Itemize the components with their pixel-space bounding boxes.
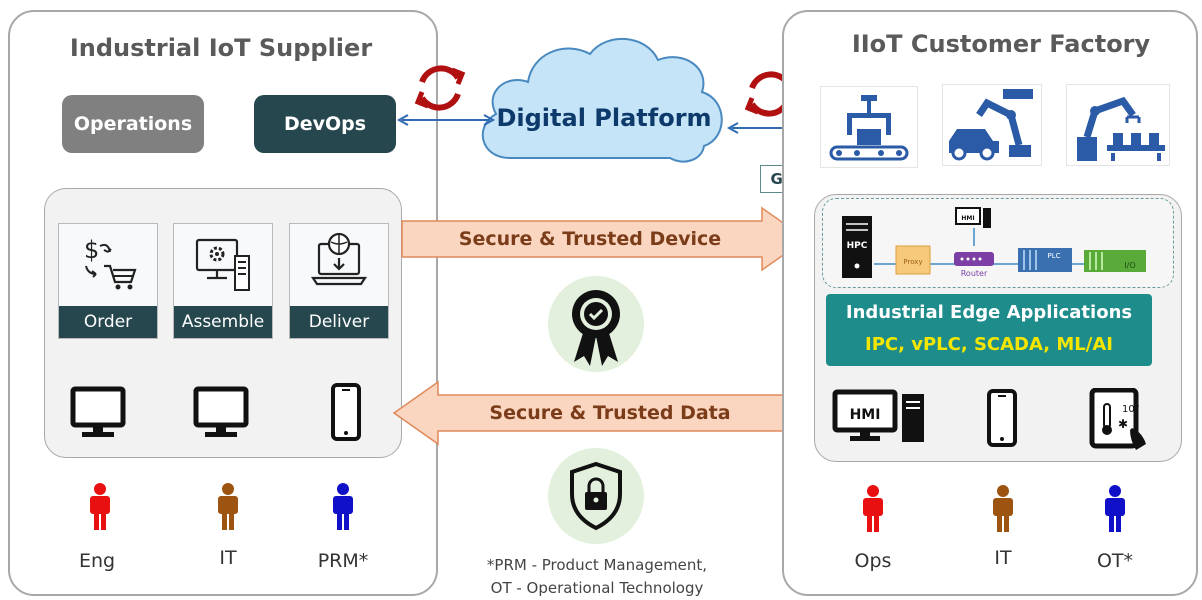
hmi-small-label: HMI xyxy=(961,215,974,222)
order-cart-icon: $ xyxy=(84,236,137,290)
hpc-label: HPC xyxy=(847,241,868,251)
io-label: I/O xyxy=(1124,261,1135,270)
edge-applications-box: Industrial Edge Applications IPC, vPLC, … xyxy=(826,294,1152,366)
computer-gear-icon xyxy=(195,238,250,291)
ot-label: OT* xyxy=(1096,550,1134,572)
cloud-shape xyxy=(481,38,723,163)
devops-cloud-connector xyxy=(396,114,496,126)
data-arrow-label: Secure & Trusted Data xyxy=(489,402,731,424)
deliver-card-label: Deliver xyxy=(290,306,388,338)
car-robot-arm-icon xyxy=(949,89,1033,161)
conveyor-robot-image xyxy=(820,86,918,168)
monitor-icon xyxy=(193,386,249,437)
order-card-label: Order xyxy=(59,306,157,338)
proxy-icon xyxy=(895,245,931,275)
engineer-person-icon xyxy=(90,483,110,530)
it-person-icon xyxy=(993,485,1013,532)
device-arrow-label: Secure & Trusted Device xyxy=(458,228,722,250)
monitor-icon xyxy=(70,386,126,437)
ops-person-icon xyxy=(863,485,883,532)
assemble-card[interactable]: Assemble xyxy=(173,223,273,339)
edge-applications-title: Industrial Edge Applications xyxy=(845,302,1133,323)
order-card[interactable]: $ Order xyxy=(58,223,158,339)
eng-label: Eng xyxy=(78,550,116,572)
plc-icon xyxy=(1018,248,1072,272)
operations-button[interactable]: Operations xyxy=(62,95,204,153)
proxy-label: Proxy xyxy=(903,258,922,266)
deliver-card[interactable]: Deliver xyxy=(289,223,389,339)
car-robot-image xyxy=(942,84,1042,166)
assemble-card-label: Assemble xyxy=(174,306,272,338)
it-person-icon xyxy=(218,483,238,530)
conveyor-robot-icon xyxy=(829,95,909,161)
shield-lock-icon xyxy=(548,448,644,544)
network-box xyxy=(822,198,1174,288)
supplier-title: Industrial IoT Supplier xyxy=(69,34,373,62)
smartphone-icon xyxy=(331,383,361,441)
prm-person-icon xyxy=(333,483,353,530)
svg-text:✱: ✱ xyxy=(1118,417,1128,431)
devops-button[interactable]: DevOps xyxy=(254,95,396,153)
ops-label: Ops xyxy=(854,550,892,572)
io-module-icon xyxy=(1084,250,1146,272)
data-arrow xyxy=(392,380,807,446)
edge-applications-subtitle: IPC, vPLC, SCADA, ML/AI xyxy=(865,334,1113,355)
hmi-terminal-icon: HMI xyxy=(832,389,924,442)
svg-text:$: $ xyxy=(84,236,99,264)
sync-icon xyxy=(414,65,466,111)
footnote-line2: OT - Operational Technology xyxy=(490,579,704,597)
hmi-small-icon xyxy=(955,207,981,225)
robot-arm-conveyor-image xyxy=(1066,84,1170,166)
factory-title: IIoT Customer Factory xyxy=(851,30,1151,58)
hmi-device-label: HMI xyxy=(850,407,881,423)
footnote-line1: *PRM - Product Management, xyxy=(486,556,708,574)
laptop-globe-icon xyxy=(310,232,368,286)
router-label: Router xyxy=(961,269,988,278)
factory-it-label: IT xyxy=(994,547,1012,569)
certified-badge-icon xyxy=(548,276,644,372)
digital-platform-label: Digital Platform xyxy=(496,104,712,132)
robot-arm-conveyor-icon xyxy=(1077,96,1165,161)
plc-label: PLC xyxy=(1047,252,1060,260)
network-diagram: HPC Proxy HMI Router PLC I/O xyxy=(842,207,1146,278)
tablet-temp-label: 10° xyxy=(1122,404,1140,415)
tablet-thermostat-icon: 10° ✱ xyxy=(1089,388,1146,450)
smartphone-icon xyxy=(987,389,1017,447)
ot-person-icon xyxy=(1105,485,1125,532)
it-label: IT xyxy=(219,547,237,569)
prm-label: PRM* xyxy=(317,550,369,572)
